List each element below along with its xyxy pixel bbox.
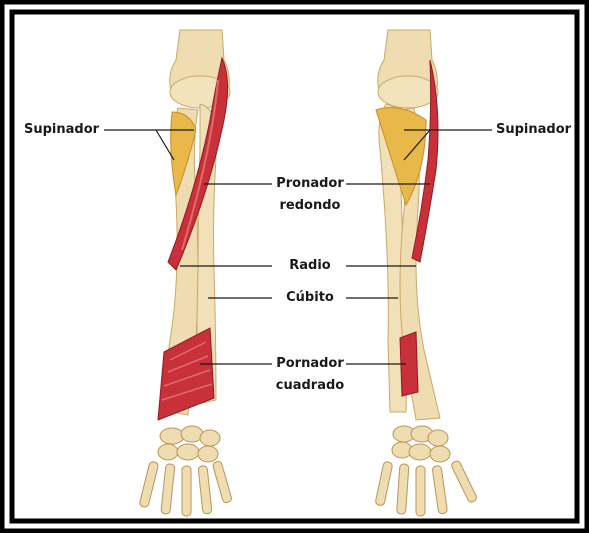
label-supinador-right: Supinador [496, 122, 571, 138]
label-pronador-cuadrado-line2: cuadrado [270, 378, 350, 394]
left-forearm-illustration [139, 30, 232, 516]
label-pronador-cuadrado-line1: Pornador [270, 356, 350, 372]
label-pronador-redondo-line1: Pronador [270, 176, 350, 192]
label-pronador-redondo-line2: redondo [270, 198, 350, 214]
label-radio: Radio [270, 258, 350, 274]
label-cubito: Cúbito [270, 290, 350, 306]
label-supinador-left: Supinador [24, 122, 99, 138]
right-forearm-illustration [375, 30, 478, 516]
